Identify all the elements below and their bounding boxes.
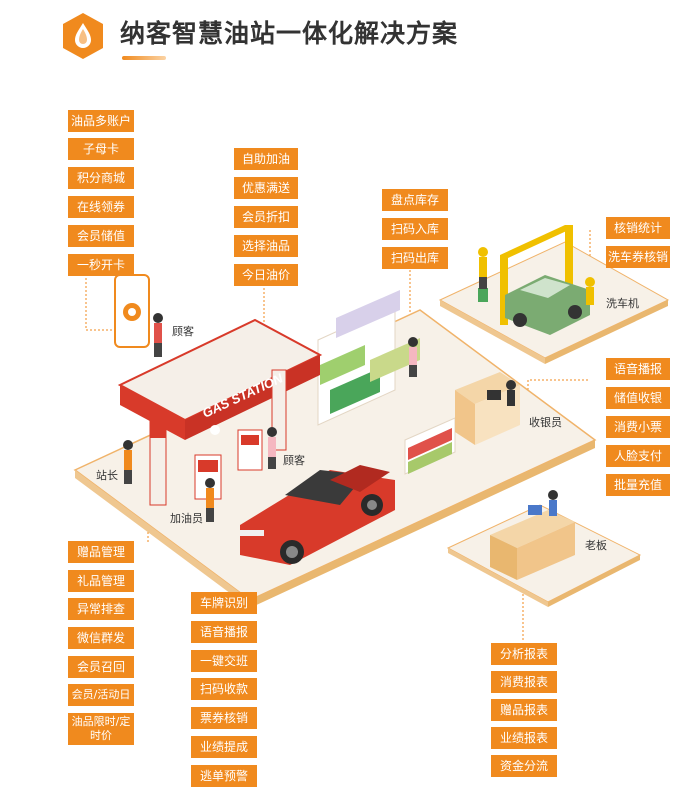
feature-today-oil-price: 今日油价 [234, 264, 298, 286]
feature-bulk-recharge: 批量充值 [606, 474, 670, 496]
label-station-manager: 站长 [96, 469, 118, 482]
feature-gift-report: 赠品报表 [491, 699, 557, 721]
feature-scan-payment: 扫码收款 [191, 678, 257, 700]
feature-fund-split: 资金分流 [491, 755, 557, 777]
label-attendant: 加油员 [170, 512, 203, 525]
feature-select-oil: 选择油品 [234, 235, 298, 257]
feature-discount-gift: 优惠满送 [234, 177, 298, 199]
feature-carwash-voucher: 洗车券核销 [606, 246, 670, 268]
feature-analysis-report: 分析报表 [491, 643, 557, 665]
feature-plate-recognition: 车牌识别 [191, 592, 257, 614]
feature-escape-alert: 逃单预警 [191, 765, 257, 787]
feature-voice-broadcast: 语音播报 [191, 621, 257, 643]
feature-self-refuel: 自助加油 [234, 148, 298, 170]
feature-anomaly-check: 异常排查 [68, 598, 134, 620]
feature-gift-management: 赠品管理 [68, 541, 134, 563]
label-cashier: 收银员 [529, 416, 562, 429]
feature-member-recall: 会员召回 [68, 656, 134, 678]
feature-stored-value-cashier: 储值收银 [606, 387, 670, 409]
page-title: 纳客智慧油站一体化解决方案 [120, 19, 459, 48]
feature-receipt: 消费小票 [606, 416, 670, 438]
feature-oil-multi-account: 油品多账户 [68, 110, 134, 132]
title-underline [122, 56, 166, 60]
feature-wechat-mass: 微信群发 [68, 627, 134, 649]
feature-ticket-verify: 票券核销 [191, 707, 257, 729]
feature-online-coupon: 在线领券 [68, 196, 134, 218]
feature-timed-oil-price: 油品限时/定时价 [68, 713, 134, 745]
feature-performance-report: 业绩报表 [491, 727, 557, 749]
label-customer-app: 顾客 [172, 325, 194, 338]
feature-verify-stats: 核销统计 [606, 217, 670, 239]
feature-child-parent-card: 子母卡 [68, 138, 134, 160]
label-customer-pump: 顾客 [283, 454, 305, 467]
feature-one-click-handover: 一键交班 [191, 650, 257, 672]
feature-points-mall: 积分商城 [68, 167, 134, 189]
label-boss: 老板 [585, 539, 607, 552]
feature-voice-broadcast-cashier: 语音播报 [606, 358, 670, 380]
feature-scan-inbound: 扫码入库 [382, 218, 448, 240]
feature-member-activity-day: 会员/活动日 [68, 684, 134, 706]
feature-present-management: 礼品管理 [68, 570, 134, 592]
feature-inventory-check: 盘点库存 [382, 189, 448, 211]
brand-logo-icon [63, 13, 103, 59]
feature-performance-commission: 业绩提成 [191, 736, 257, 758]
feature-one-second-card: 一秒开卡 [68, 254, 134, 276]
feature-scan-outbound: 扫码出库 [382, 247, 448, 269]
feature-consumption-report: 消费报表 [491, 671, 557, 693]
feature-member-discount: 会员折扣 [234, 206, 298, 228]
feature-face-pay: 人脸支付 [606, 445, 670, 467]
feature-member-stored-value: 会员储值 [68, 225, 134, 247]
label-carwash: 洗车机 [606, 297, 639, 310]
